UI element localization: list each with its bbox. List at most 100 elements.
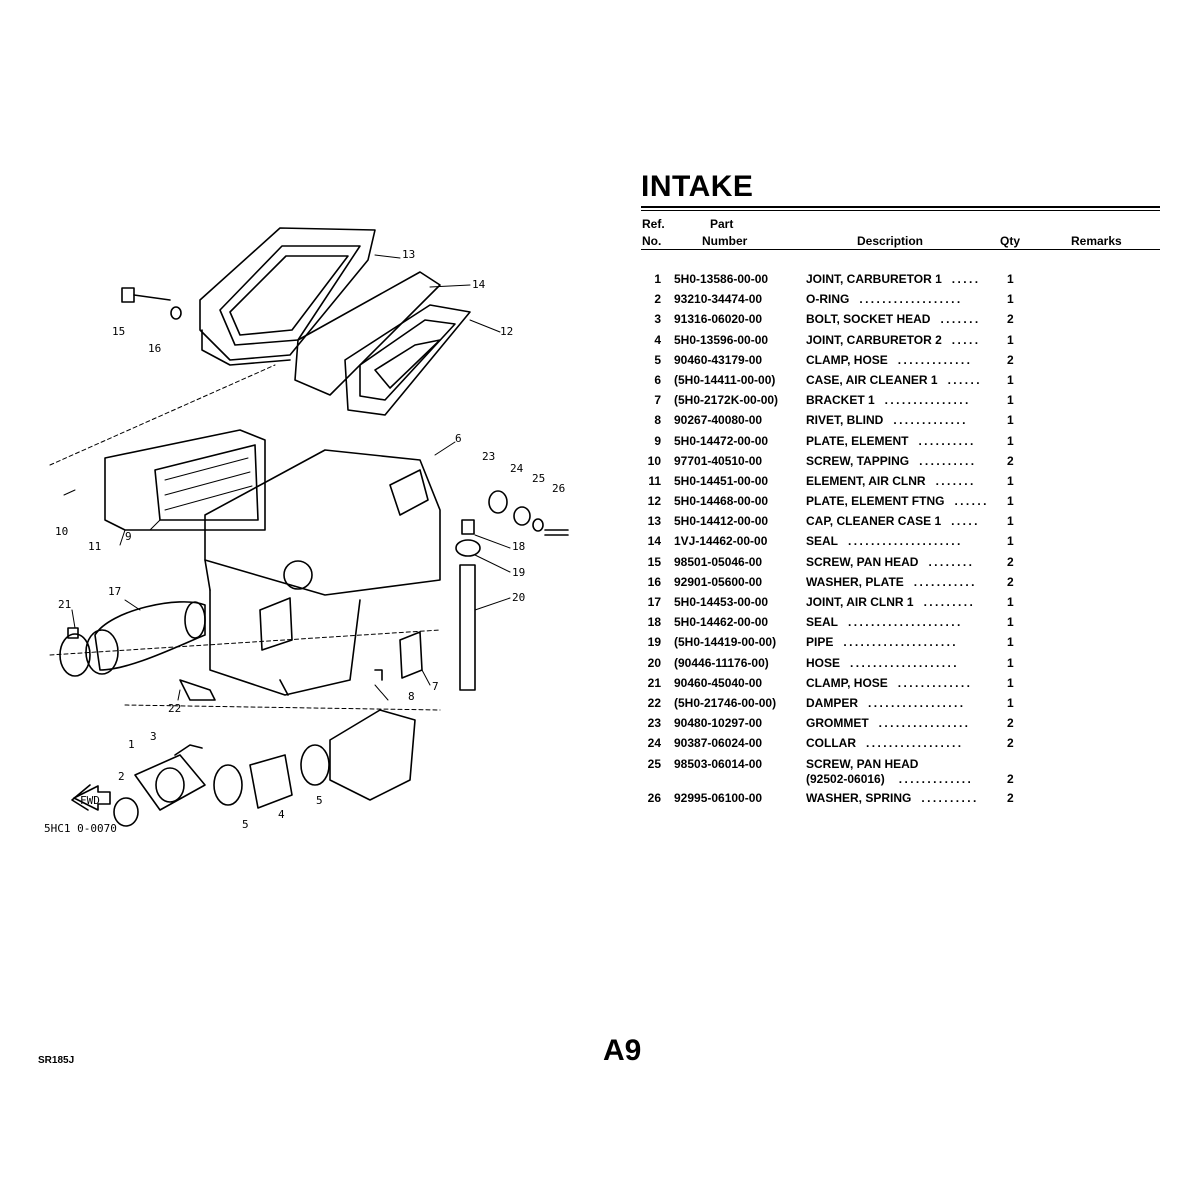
qty-cell: 2 — [1007, 574, 1014, 589]
part-number-cell: (5H0-14411-00-00) — [674, 372, 776, 387]
grommet-collar-screw-parts — [488, 490, 569, 536]
forward-arrow-icon — [73, 785, 111, 811]
ref-cell: 16 — [647, 574, 661, 589]
ref-cell: 21 — [647, 675, 661, 690]
part-number-cell: 90267-40080-00 — [674, 413, 763, 428]
description-cell: CASE, AIR CLEANER 1...... — [806, 373, 982, 387]
description-text: RIVET, BLIND — [806, 413, 884, 428]
description-cell: CLAMP, HOSE............. — [806, 353, 972, 367]
leader-dots: ..... — [951, 332, 981, 347]
callout-1: 1 — [128, 738, 135, 751]
callout-5a: 5 — [242, 818, 249, 831]
part-number-cell: 90480-10297-00 — [674, 716, 763, 731]
description-text: JOINT, CARBURETOR 1 — [806, 272, 942, 286]
part-number-cell: 1VJ-14462-00-00 — [674, 534, 768, 549]
description-cell: RIVET, BLIND............. — [806, 413, 968, 427]
header-part-line1: Part — [710, 217, 734, 231]
callout-26: 26 — [552, 482, 565, 495]
qty-cell: 1 — [1007, 635, 1014, 650]
exploded-parts-diagram: 1 2 3 4 5 5 6 7 8 9 10 11 12 13 14 15 16… — [30, 200, 620, 850]
callout-11: 11 — [88, 540, 101, 553]
qty-cell: 1 — [1007, 534, 1014, 549]
ref-cell: 1 — [654, 272, 661, 286]
qty-cell: 1 — [1007, 494, 1014, 509]
part-number-cell: (5H0-14419-00-00) — [674, 635, 777, 650]
leader-dots: .................. — [859, 292, 963, 307]
callout-3: 3 — [150, 730, 157, 743]
ref-cell: 4 — [654, 332, 661, 347]
description-cell: WASHER, SPRING.......... — [806, 791, 979, 805]
leader-dots: ........ — [928, 554, 975, 569]
drawing-code: 5HC1 0-0070 — [44, 822, 117, 835]
qty-cell: 2 — [1007, 771, 1014, 786]
callout-6: 6 — [455, 432, 462, 445]
callout-20: 20 — [512, 591, 525, 604]
qty-cell: 1 — [1007, 433, 1014, 448]
table-row: 20(90446-11176-00)HOSE..................… — [641, 656, 1160, 676]
ref-cell: 26 — [647, 791, 661, 805]
part-number-cell: 90460-43179-00 — [674, 352, 763, 367]
ref-cell: 14 — [647, 534, 661, 549]
air-element-and-plate-parts — [104, 429, 266, 531]
description-text: SCREW, PAN HEAD — [806, 554, 919, 569]
callout-7: 7 — [432, 680, 439, 693]
table-row: 6 (5H0-14411-00-00) CASE, AIR CLEANER 1...… — [641, 373, 1160, 393]
callout-12: 12 — [500, 325, 513, 338]
table-row: 7(5H0-2172K-00-00)BRACKET 1.............… — [641, 393, 1160, 413]
description-text: COLLAR — [806, 736, 856, 751]
leader-dots: .......... — [921, 791, 979, 805]
ref-cell: 10 — [647, 453, 661, 468]
description-text: JOINT, AIR CLNR 1 — [806, 595, 914, 609]
callout-4: 4 — [278, 808, 285, 821]
page-title: INTAKE — [641, 170, 754, 203]
part-number-cell: 90460-45040-00 — [674, 675, 763, 690]
qty-cell: 2 — [1007, 716, 1014, 731]
description-cell: ELEMENT, AIR CLNR....... — [806, 474, 976, 488]
description-cell: DAMPER................. — [806, 696, 966, 710]
description-cell: O-RING.................. — [806, 292, 963, 306]
description-cell: SCREW, PAN HEAD — [806, 757, 918, 771]
ref-cell: 6 — [654, 372, 661, 387]
ref-cell: 3 — [654, 312, 661, 327]
part-number-cell: 98503-06014-00 — [674, 756, 763, 771]
ref-cell: 13 — [647, 514, 661, 529]
leader-dots: ............. — [897, 352, 973, 367]
description-cell-line2: (92502-06016)............. — [806, 772, 973, 786]
leader-dots: ............. — [897, 675, 973, 690]
qty-cell: 1 — [1007, 272, 1014, 286]
screw-and-washer-parts — [121, 287, 182, 320]
part-number-cell: (5H0-2172K-00-00) — [674, 393, 779, 408]
qty-cell: 1 — [1007, 332, 1014, 347]
ref-cell: 5 — [654, 352, 661, 367]
leader-dots: ............... — [884, 393, 971, 408]
ref-cell: 23 — [647, 716, 661, 731]
qty-cell: 1 — [1007, 393, 1014, 408]
description-text: CAP, CLEANER CASE 1 — [806, 514, 942, 529]
description-cell: CAP, CLEANER CASE 1..... — [806, 514, 980, 528]
table-row: 19(5H0-14419-00-00)PIPE.................… — [641, 635, 1160, 655]
leader-dots: ......... — [923, 595, 976, 609]
description-text: SEAL — [806, 615, 839, 630]
description-cell: BRACKET 1............... — [806, 393, 971, 407]
ref-cell: 20 — [647, 655, 661, 670]
description-cell: PIPE.................... — [806, 635, 958, 649]
description-text: SEAL — [806, 534, 839, 549]
leader-dots: .......... — [919, 453, 977, 468]
qty-cell: 1 — [1007, 655, 1014, 670]
cleaner-case-cap-part — [199, 227, 376, 366]
description-text: SCREW, PAN HEAD — [806, 756, 919, 771]
leader-dots: ............. — [898, 771, 974, 786]
part-number-cell: 92995-06100-00 — [674, 791, 763, 805]
qty-cell: 2 — [1007, 352, 1014, 367]
